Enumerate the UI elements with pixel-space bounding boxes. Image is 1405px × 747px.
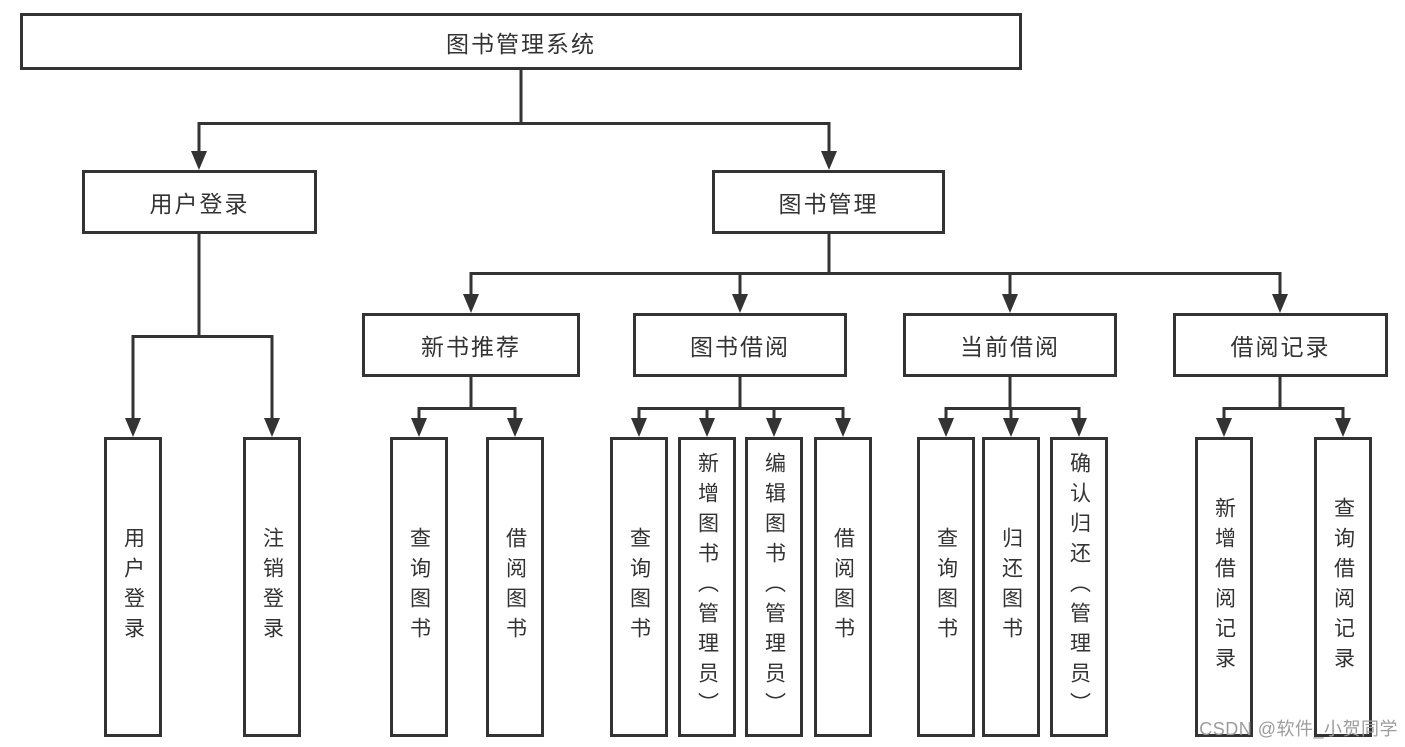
leaf-add-borrow-record: 新增借阅记录	[1195, 437, 1253, 737]
arrowhead-down-icon	[821, 151, 837, 170]
connector-user-login	[131, 234, 274, 420]
leaf-edit-book-admin: 编辑图书（管理员）	[745, 437, 803, 737]
leaf-add-book-admin: 新增图书（管理员）	[678, 437, 736, 737]
node-label: 确认归还（管理员）	[1067, 452, 1091, 722]
csdn-watermark: CSDN @软件_小贺同学	[1199, 719, 1398, 739]
leaf-return-book: 归还图书	[982, 437, 1040, 737]
node-current-borrowing: 当前借阅	[903, 313, 1117, 377]
node-book-borrowing: 图书借阅	[633, 313, 847, 377]
arrowhead-down-icon	[1216, 418, 1232, 437]
node-label: 查询借阅记录	[1331, 497, 1355, 677]
node-label: 编辑图书（管理员）	[762, 452, 786, 722]
arrowhead-down-icon	[938, 418, 954, 437]
node-label: 注销登录	[260, 527, 284, 647]
leaf-logout: 注销登录	[243, 437, 301, 737]
leaf-borrow-books-borrowing: 借阅图书	[814, 437, 872, 737]
connector-new-book-rec	[417, 377, 517, 421]
node-label: 新增图书（管理员）	[695, 452, 719, 722]
node-new-book-recommendation: 新书推荐	[362, 313, 580, 377]
arrowhead-down-icon	[766, 418, 782, 437]
arrowhead-down-icon	[1335, 418, 1351, 437]
connector-book-mgmt	[469, 234, 1282, 296]
arrowhead-down-icon	[732, 294, 748, 313]
node-label: 借阅记录	[1230, 334, 1331, 360]
node-label: 查询图书	[934, 527, 958, 647]
leaf-confirm-return-admin: 确认归还（管理员）	[1050, 437, 1108, 737]
leaf-borrow-books-recommendation: 借阅图书	[486, 437, 544, 737]
arrowhead-down-icon	[463, 294, 479, 313]
leaf-user-login: 用户登录	[104, 437, 162, 737]
node-borrowing-records: 借阅记录	[1173, 313, 1388, 377]
node-root: 图书管理系统	[20, 13, 1022, 70]
node-label: 图书借阅	[690, 334, 790, 360]
arrowhead-down-icon	[631, 418, 647, 437]
connector-borrow-records	[1222, 377, 1345, 421]
leaf-query-borrow-record: 查询借阅记录	[1314, 437, 1372, 737]
leaf-query-books-borrowing: 查询图书	[610, 437, 668, 737]
arrowhead-down-icon	[1002, 294, 1018, 313]
node-label: 新书推荐	[421, 334, 521, 360]
node-label: 查询图书	[407, 527, 431, 647]
node-label: 用户登录	[121, 527, 145, 647]
arrowhead-down-icon	[411, 418, 427, 437]
arrowhead-down-icon	[1003, 418, 1019, 437]
node-label: 借阅图书	[503, 527, 527, 647]
node-user-login: 用户登录	[82, 170, 317, 234]
node-label: 借阅图书	[831, 527, 855, 647]
arrowhead-down-icon	[507, 418, 523, 437]
node-label: 查询图书	[627, 527, 651, 647]
connector-current-borrow	[944, 377, 1081, 421]
arrowhead-down-icon	[264, 418, 280, 437]
node-label: 图书管理	[778, 191, 879, 217]
node-label: 用户登录	[149, 191, 250, 217]
leaf-query-books-recommendation: 查询图书	[390, 437, 448, 737]
arrowhead-down-icon	[1071, 418, 1087, 437]
node-label: 当前借阅	[960, 334, 1060, 360]
arrowhead-down-icon	[191, 151, 207, 170]
connector-root	[197, 70, 831, 153]
arrowhead-down-icon	[835, 418, 851, 437]
arrowhead-down-icon	[125, 418, 141, 437]
node-label: 新增借阅记录	[1212, 497, 1236, 677]
node-label: 归还图书	[999, 527, 1023, 647]
arrowhead-down-icon	[1272, 294, 1288, 313]
node-book-management: 图书管理	[712, 170, 945, 234]
arrowhead-down-icon	[699, 418, 715, 437]
connector-book-borrow	[637, 377, 845, 421]
leaf-query-books-current: 查询图书	[917, 437, 975, 737]
node-label: 图书管理系统	[446, 30, 596, 57]
